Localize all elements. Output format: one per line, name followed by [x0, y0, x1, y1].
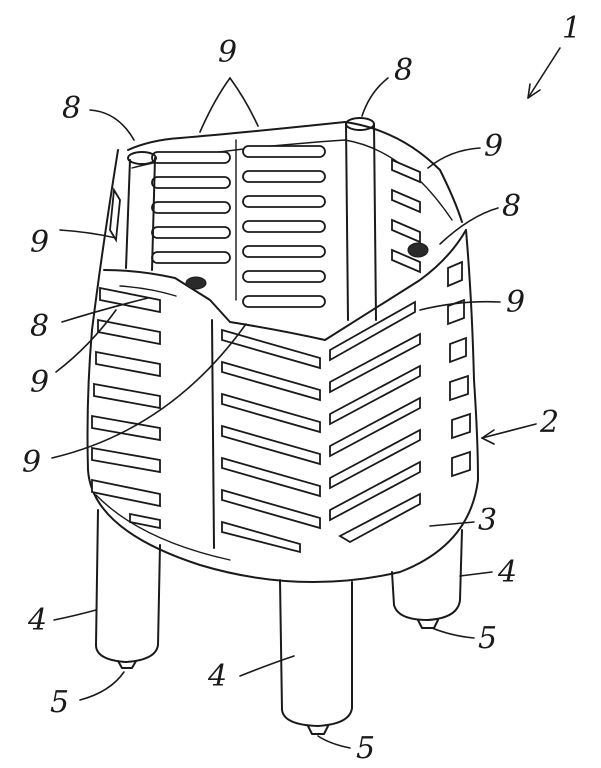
right-wall-edge — [465, 229, 479, 481]
back-slots — [151, 139, 326, 308]
label-4-left: 4 — [27, 603, 47, 638]
front-right-panel — [329, 300, 421, 544]
leg-center — [279, 579, 353, 727]
front-left-panel — [211, 319, 321, 554]
label-9-top: 9 — [218, 35, 237, 70]
left-wall — [86, 149, 161, 530]
label-4-center: 4 — [207, 659, 227, 694]
leg-right — [391, 529, 463, 621]
ring-inner-edge — [95, 494, 231, 561]
front-rim-top — [103, 229, 467, 341]
ring — [87, 469, 479, 583]
reference-labels: 1 9 8 8 9 8 9 8 9 9 9 2 3 4 4 4 5 5 5 — [22, 11, 581, 766]
label-5-left: 5 — [50, 685, 69, 720]
label-9-left-lower: 9 — [30, 365, 49, 400]
posts-back — [125, 117, 377, 321]
label-4-right: 4 — [497, 555, 517, 590]
foot-left — [117, 660, 137, 669]
post-back-right — [345, 123, 377, 321]
label-9-right-top: 9 — [484, 129, 503, 164]
leader-lines — [51, 47, 561, 749]
foot-right — [417, 619, 439, 629]
label-8-left: 8 — [30, 309, 49, 344]
label-9-right-middle: 9 — [506, 285, 525, 320]
leg-left — [95, 509, 161, 663]
front-rim — [103, 229, 467, 341]
legs — [95, 509, 463, 735]
right-wall — [447, 229, 479, 481]
label-8-right: 8 — [502, 189, 521, 224]
label-5-center: 5 — [356, 731, 375, 766]
foot-center — [307, 725, 329, 735]
right-inner-slots — [391, 158, 429, 274]
label-8-top: 8 — [394, 53, 413, 88]
label-9-left: 9 — [30, 225, 49, 260]
label-8-top-left: 8 — [62, 91, 81, 126]
post-back-left — [125, 157, 156, 271]
label-1: 1 — [562, 11, 581, 46]
label-3: 3 — [478, 503, 497, 538]
label-5-right: 5 — [478, 621, 497, 656]
back-rim-top — [127, 121, 463, 223]
label-9-bottom-left: 9 — [22, 445, 41, 480]
left-wall-edge — [86, 149, 119, 471]
ring-bottom-edge — [87, 469, 479, 583]
label-2: 2 — [539, 405, 559, 440]
